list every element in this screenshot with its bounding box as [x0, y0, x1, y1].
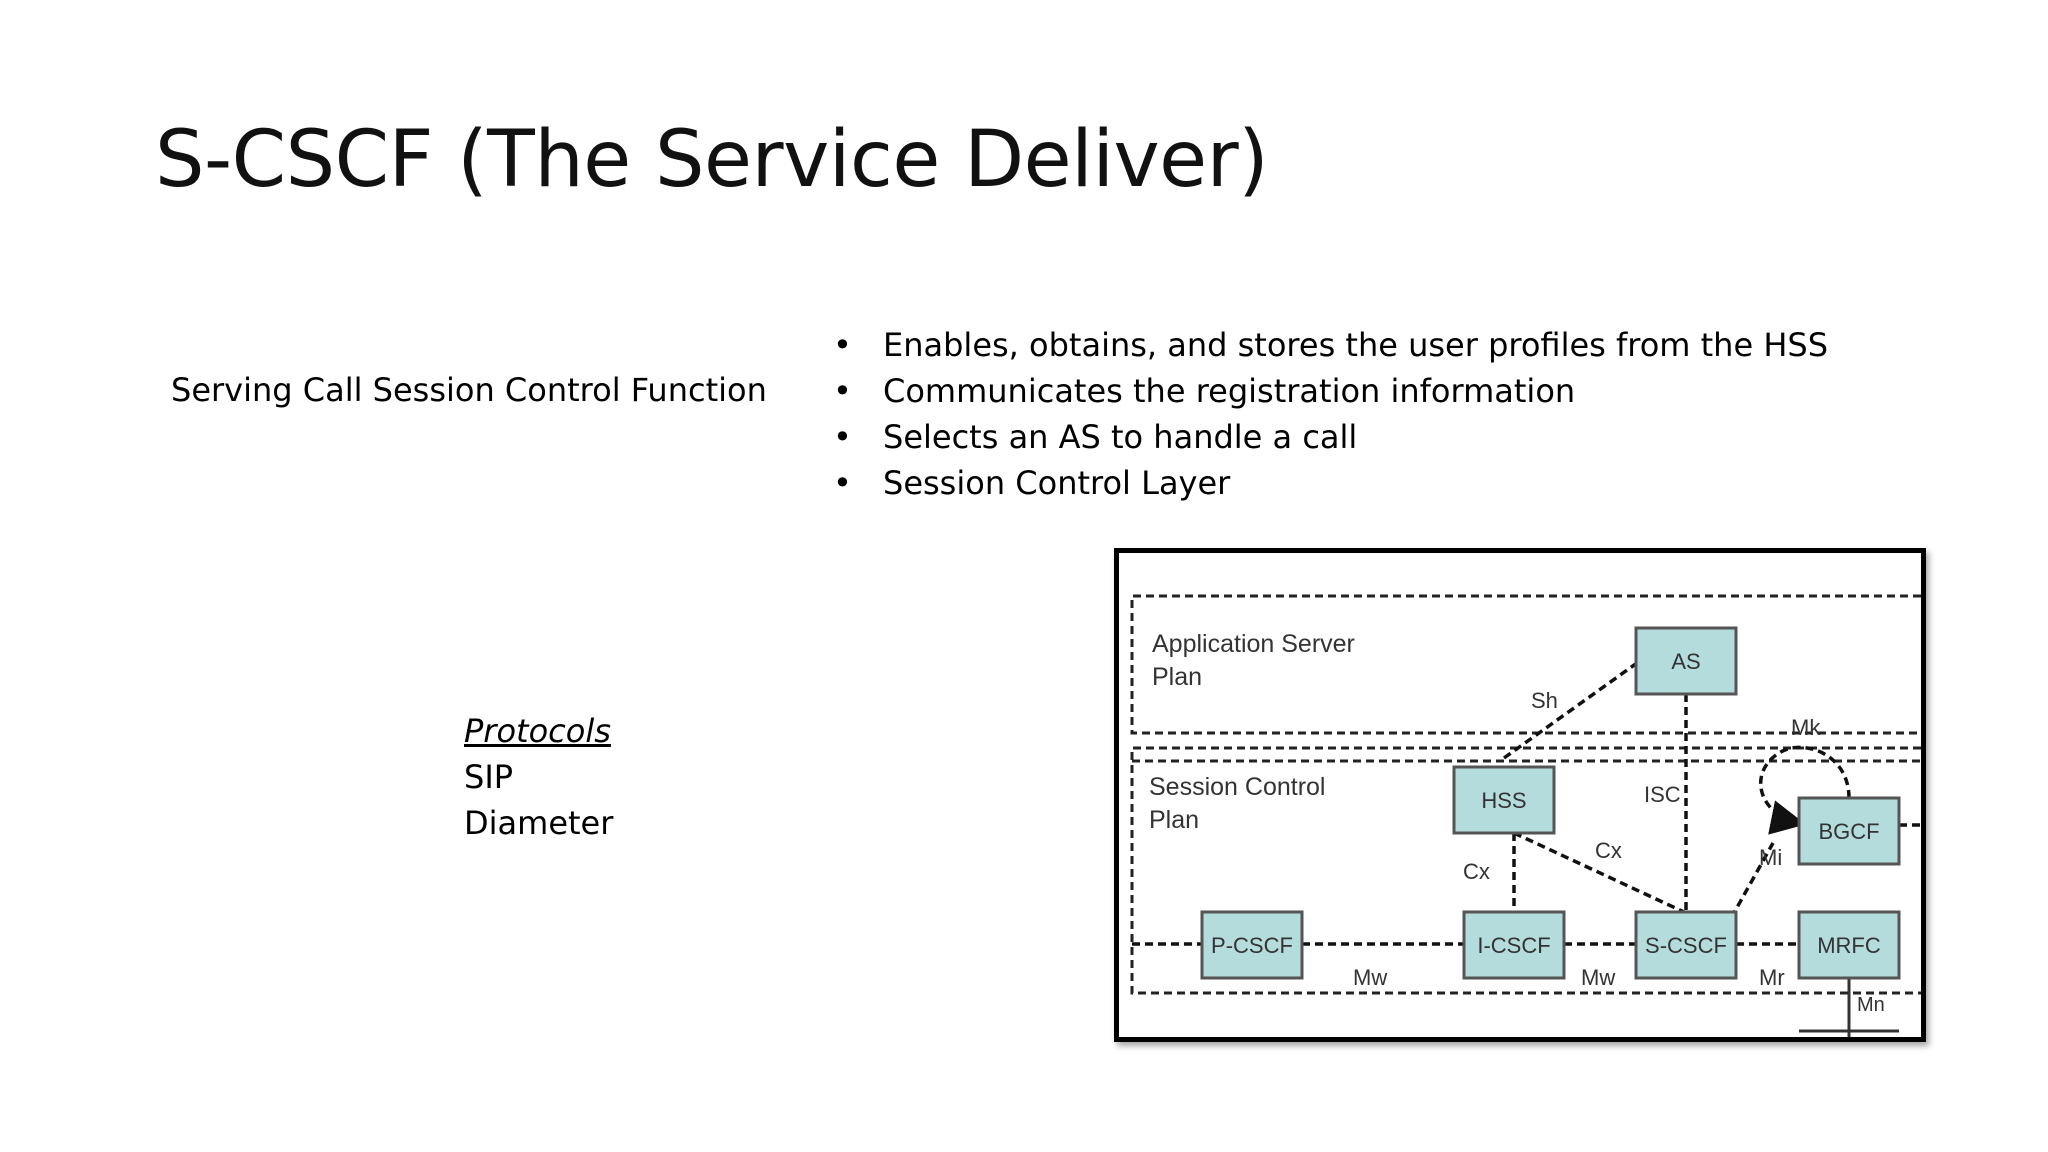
interface-label-mr: Mr — [1759, 965, 1785, 990]
ims-architecture-diagram: Application Server Plan Session Control … — [1114, 548, 1926, 1042]
node-pcscf-label: P-CSCF — [1211, 933, 1293, 958]
node-mrfc: MRFC — [1797, 910, 1901, 980]
cx-link-diagonal — [1513, 831, 1685, 914]
bullet-item: • Session Control Layer — [833, 460, 1828, 506]
sh-link — [1502, 656, 1646, 760]
bullet-text: Enables, obtains, and stores the user pr… — [883, 326, 1828, 364]
bullet-item: • Selects an AS to handle a call — [833, 414, 1828, 460]
app-plane-label-line1: Application Server — [1152, 630, 1355, 658]
slide-subtitle: Serving Call Session Control Function — [171, 371, 767, 409]
node-as-label: AS — [1671, 649, 1700, 674]
protocol-item-sip: SIP — [464, 758, 514, 796]
session-plane-label-line2: Plan — [1149, 806, 1199, 834]
bullet-text: Selects an AS to handle a call — [883, 418, 1358, 456]
interface-label-cx-vertical: Cx — [1463, 859, 1490, 884]
interface-label-sh: Sh — [1531, 688, 1558, 713]
interface-label-mw-left: Mw — [1353, 965, 1387, 990]
bullet-list: • Enables, obtains, and stores the user p… — [833, 322, 1828, 506]
bullet-dot: • — [833, 418, 852, 456]
interface-label-mw-right: Mw — [1581, 965, 1615, 990]
app-plane-label-line2: Plan — [1152, 663, 1202, 691]
bullet-dot: • — [833, 464, 852, 502]
node-scscf-label: S-CSCF — [1645, 933, 1727, 958]
session-plane-label-line1: Session Control — [1149, 773, 1325, 801]
node-icscf: I-CSCF — [1462, 910, 1566, 980]
node-bgcf-label: BGCF — [1818, 819, 1879, 844]
protocol-item-diameter: Diameter — [464, 804, 614, 842]
node-scscf: S-CSCF — [1634, 910, 1738, 980]
node-hss: HSS — [1452, 765, 1556, 835]
app-server-plane-border — [1130, 594, 1921, 735]
bullet-dot: • — [833, 372, 852, 410]
node-bgcf: BGCF — [1797, 796, 1901, 866]
session-control-plane-border — [1130, 746, 1921, 995]
interface-label-mi: Mi — [1759, 845, 1782, 870]
interface-label-cx-diagonal: Cx — [1595, 838, 1622, 863]
interface-label-isc: ISC — [1644, 782, 1681, 807]
interface-label-mk: Mk — [1791, 715, 1821, 740]
interface-label-mn: Mn — [1857, 994, 1885, 1016]
node-icscf-label: I-CSCF — [1477, 933, 1550, 958]
bullet-text: Communicates the registration informatio… — [883, 372, 1576, 410]
protocols-heading: Protocols — [464, 712, 611, 750]
node-as: AS — [1634, 626, 1738, 696]
bullet-text: Session Control Layer — [883, 464, 1231, 502]
diagram-canvas: Application Server Plan Session Control … — [1130, 594, 1921, 1037]
bullet-item: • Enables, obtains, and stores the user p… — [833, 322, 1828, 368]
bullet-item: • Communicates the registration informati… — [833, 368, 1828, 414]
node-pcscf: P-CSCF — [1200, 910, 1304, 980]
node-mrfc-label: MRFC — [1817, 933, 1881, 958]
bullet-dot: • — [833, 326, 852, 364]
slide-title: S-CSCF (The Service Deliver) — [155, 115, 1269, 205]
node-hss-label: HSS — [1481, 788, 1526, 813]
protocols-block: Protocols SIP Diameter — [464, 708, 613, 846]
